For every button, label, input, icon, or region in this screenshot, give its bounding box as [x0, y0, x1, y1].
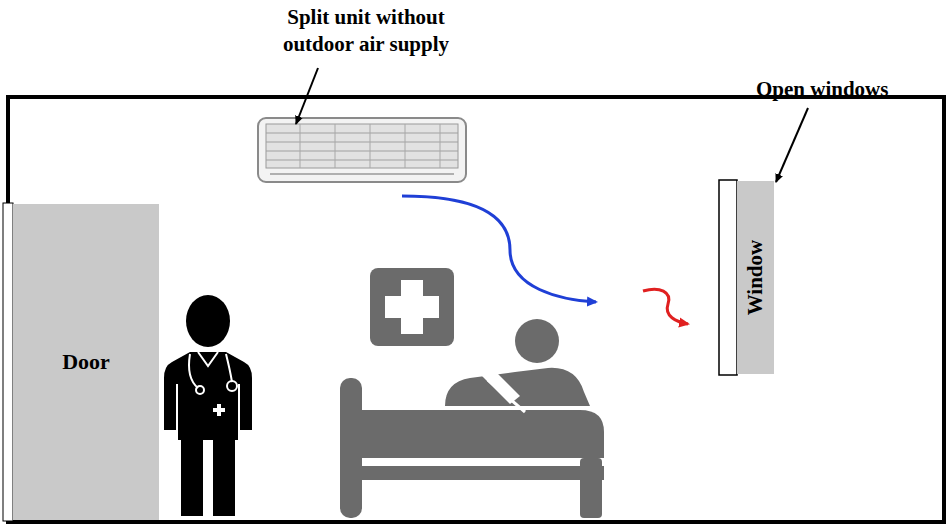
patient-bed-figure: [340, 319, 604, 518]
patient-bed-figure-part: [362, 466, 604, 480]
doctor-figure-part: [189, 354, 198, 388]
doctor-figure-part: [164, 352, 252, 440]
window-symbol-part: [719, 180, 737, 375]
door-symbol-part: [13, 204, 159, 520]
split-unit-symbol-part: [266, 151, 458, 152]
doctor-figure-part: [226, 354, 232, 382]
split-unit-symbol-part: [440, 124, 441, 168]
room-wall: [8, 97, 944, 522]
split-unit-symbol-part: [258, 118, 466, 182]
doctor-figure-part: [186, 295, 230, 347]
patient-bed-figure-part: [362, 410, 604, 458]
doctor-figure-part: [213, 440, 235, 516]
door-text: Door: [62, 350, 110, 374]
patient-bed-figure-part: [515, 319, 559, 363]
patient-bed-figure-part: [488, 380, 525, 412]
doctor-figure-part: [213, 408, 225, 412]
window-text: Window: [744, 240, 767, 315]
split-unit-symbol-part: [266, 142, 458, 143]
window-symbol: [719, 180, 774, 375]
split-unit-symbol-part: [335, 124, 336, 168]
window-node: Window: [737, 181, 774, 374]
doctor-figure-part: [181, 440, 203, 516]
window-symbol-part: [737, 181, 774, 374]
patient-bed-figure-part: [340, 378, 362, 518]
door-symbol: [3, 203, 159, 521]
patient-bed-figure-part: [580, 458, 602, 518]
doctor-figure-part: [198, 352, 218, 366]
doctor-figure-part: [196, 386, 204, 394]
door-node: Door: [13, 204, 159, 520]
patient-bed-figure-part: [445, 368, 590, 406]
medical-cross-icon: [370, 268, 454, 346]
split-unit-symbol-part: [266, 160, 458, 161]
split-unit-symbol-part: [300, 124, 301, 168]
window-callout: Open windows: [756, 76, 888, 103]
warm-air-arrow: [643, 289, 688, 324]
leader-line: [776, 108, 808, 182]
doctor-figure: [164, 295, 252, 516]
split-unit-label: Split unit without outdoor air supply: [250, 4, 482, 58]
door-symbol-part: [3, 203, 13, 521]
split-unit-symbol-part: [266, 133, 458, 134]
doctor-figure-part: [227, 381, 237, 391]
medical-cross-icon-part: [370, 268, 454, 346]
medical-cross-icon-part: [385, 296, 439, 318]
leader-line: [296, 68, 318, 124]
split-unit-symbol-part: [270, 173, 454, 175]
split-unit-symbol-part: [405, 124, 406, 168]
split-unit-symbol: [258, 118, 466, 182]
split-unit-symbol-part: [370, 124, 371, 168]
split-unit-symbol-part: [266, 124, 458, 168]
